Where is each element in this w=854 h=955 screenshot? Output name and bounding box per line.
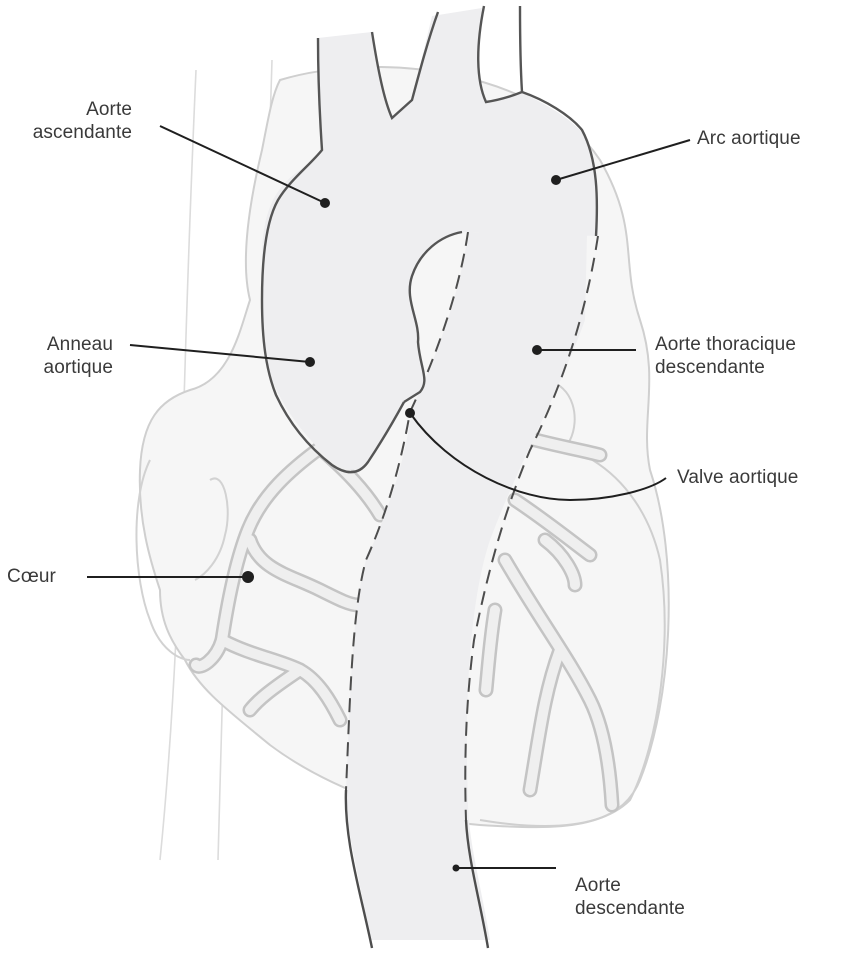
dot-arc-aortique [551,175,561,185]
dot-aorte-ascendante [320,198,330,208]
dot-coeur [242,571,254,583]
label-aorte-ascendante: Aorte ascendante [33,98,132,144]
dot-aorte-descendante [453,865,460,872]
label-aorte-thoracique-descendante: Aorte thoracique descendante [655,333,796,379]
dot-aorte-thoracique [532,345,542,355]
label-aorte-descendante: Aorte descendante [575,874,685,920]
dot-valve-aortique [405,408,415,418]
label-anneau-aortique: Anneau aortique [44,333,113,379]
label-valve-aortique: Valve aortique [677,466,798,489]
dot-anneau-aortique [305,357,315,367]
label-coeur: Cœur [7,565,56,588]
label-arc-aortique: Arc aortique [697,127,801,150]
